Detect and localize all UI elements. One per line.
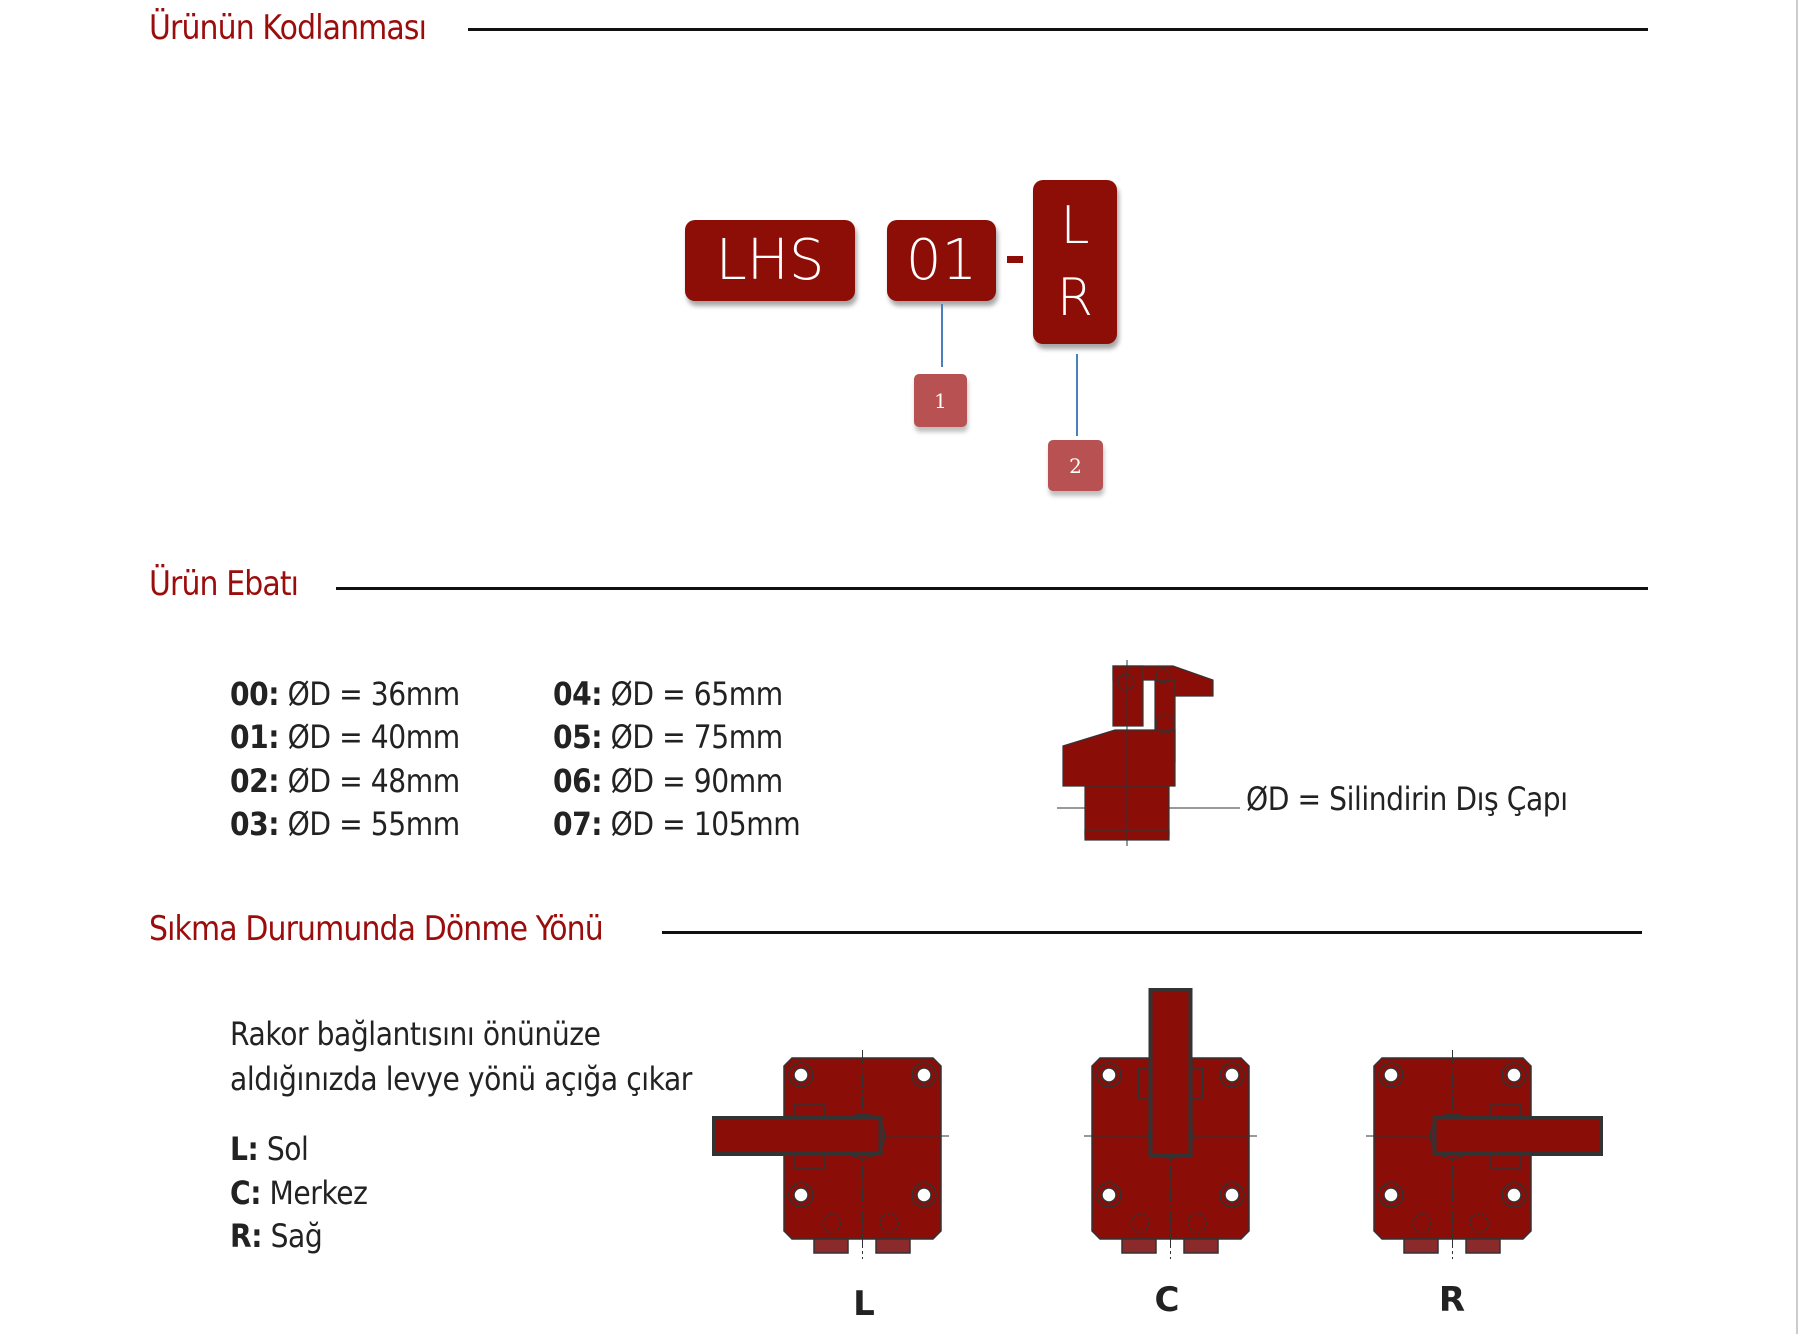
diagram-label-r: R (1438, 1280, 1466, 1320)
size-code: 04: (553, 675, 603, 713)
size-item: 07: ØD = 105mm (553, 805, 801, 843)
section-divider (468, 28, 1648, 31)
clamp-plate (1084, 988, 1257, 1259)
option-code: C: (230, 1174, 262, 1212)
diagram-right-lever (1366, 1050, 1603, 1259)
option-label: Sol (266, 1130, 309, 1168)
diagram-label-c: C (1154, 1280, 1180, 1320)
option-label: Merkez (269, 1174, 368, 1212)
size-code: 06: (553, 762, 603, 800)
size-value: ØD = 105mm (610, 805, 801, 843)
callout-1: 1 (914, 374, 967, 427)
size-value: ØD = 75mm (610, 718, 784, 756)
option-code: R: (230, 1217, 263, 1255)
size-code: 00: (230, 675, 280, 713)
clamp-plate (1366, 1050, 1603, 1259)
size-code-box: 01 (887, 220, 996, 301)
cylinder-drawing (1057, 660, 1240, 846)
size-item: 01: ØD = 40mm (230, 718, 460, 756)
series-code-box: LHS (685, 220, 855, 301)
callout-line-1 (941, 304, 943, 367)
size-item: 05: ØD = 75mm (553, 718, 783, 756)
size-item: 04: ØD = 65mm (553, 675, 783, 713)
rotation-option: R: Sağ (230, 1217, 323, 1255)
size-section-title: Ürün Ebatı (149, 564, 299, 604)
size-value: ØD = 65mm (610, 675, 784, 713)
option-code: L: (230, 1130, 259, 1168)
rotation-option: L: Sol (230, 1130, 309, 1168)
direction-option-r: R (1056, 268, 1094, 328)
size-value: ØD = 55mm (287, 805, 461, 843)
size-code: 02: (230, 762, 280, 800)
callout-line-2 (1076, 354, 1078, 436)
rotation-note-line2: aldığınızda levye yönü açığa çıkar (230, 1060, 692, 1098)
coding-section-title: Ürünün Kodlanması (149, 8, 427, 48)
diagram-left-lever (712, 1050, 949, 1259)
diagram-center-lever (1084, 988, 1257, 1259)
size-item: 03: ØD = 55mm (230, 805, 460, 843)
direction-code-box: L R (1033, 180, 1117, 344)
section-divider (662, 931, 1642, 934)
size-value: ØD = 36mm (287, 675, 461, 713)
size-code: 07: (553, 805, 603, 843)
diameter-label: ØD = Silindirin Dış Çapı (1246, 780, 1568, 818)
code-separator (1007, 256, 1023, 263)
size-item: 00: ØD = 36mm (230, 675, 460, 713)
size-code: 01 (905, 228, 978, 293)
size-code: 01: (230, 718, 280, 756)
series-code: LHS (715, 228, 825, 293)
callout-2: 2 (1048, 440, 1103, 491)
size-value: ØD = 40mm (287, 718, 461, 756)
diagram-label-l: L (853, 1284, 875, 1324)
right-edge-line (1796, 0, 1798, 1334)
size-code: 05: (553, 718, 603, 756)
size-code: 03: (230, 805, 280, 843)
size-value: ØD = 90mm (610, 762, 784, 800)
clamp-plate (712, 1050, 949, 1259)
option-label: Sağ (270, 1217, 323, 1255)
rotation-section-title: Sıkma Durumunda Dönme Yönü (149, 909, 604, 949)
section-divider (336, 587, 1648, 590)
direction-option-l: L (1060, 196, 1090, 256)
callout-2-label: 2 (1069, 453, 1082, 478)
callout-1-label: 1 (934, 388, 947, 413)
size-item: 06: ØD = 90mm (553, 762, 783, 800)
rotation-note-line1: Rakor bağlantısını önünüze (230, 1015, 601, 1053)
size-item: 02: ØD = 48mm (230, 762, 460, 800)
size-value: ØD = 48mm (287, 762, 461, 800)
rotation-option: C: Merkez (230, 1174, 368, 1212)
